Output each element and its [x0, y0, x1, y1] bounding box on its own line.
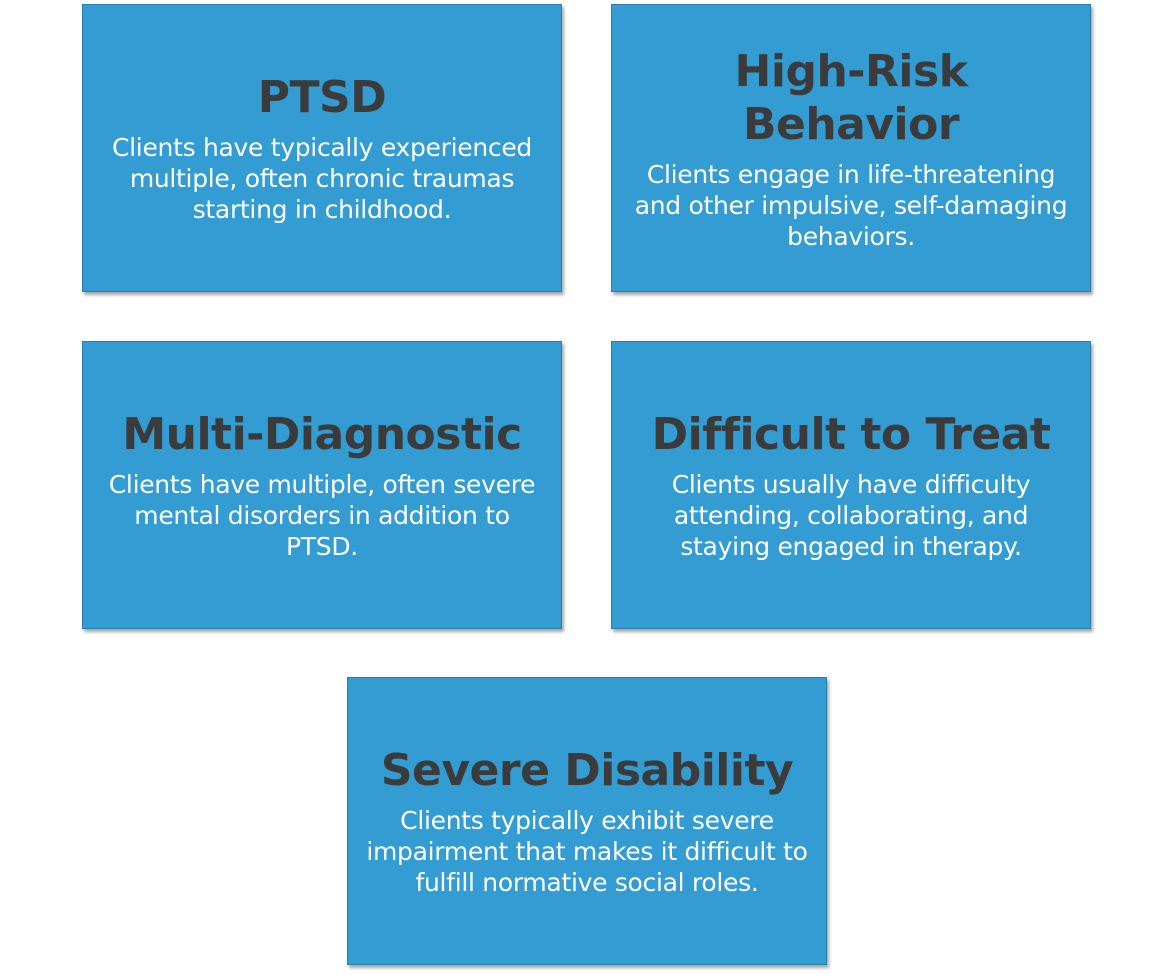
card-title: Difficult to Treat: [651, 409, 1051, 460]
card-high-risk-behavior: High-Risk Behavior Clients engage in lif…: [611, 4, 1091, 292]
card-description: Clients engage in life-threatening and o…: [634, 159, 1068, 251]
card-title: PTSD: [257, 72, 387, 123]
card-ptsd: PTSD Clients have typically experienced …: [82, 4, 562, 292]
card-multi-diagnostic: Multi-Diagnostic Clients have multiple, …: [82, 341, 562, 629]
card-severe-disability: Severe Disability Clients typically exhi…: [347, 677, 827, 965]
card-title: Severe Disability: [380, 745, 794, 796]
card-description: Clients have typically experienced multi…: [112, 133, 532, 224]
card-title: High-Risk Behavior: [734, 45, 968, 150]
card-description: Clients have multiple, often severe ment…: [108, 470, 536, 561]
card-description: Clients typically exhibit severe impairm…: [366, 806, 808, 897]
card-description: Clients usually have difficulty attendin…: [671, 470, 1031, 561]
card-difficult-to-treat: Difficult to Treat Clients usually have …: [611, 341, 1091, 629]
card-title: Multi-Diagnostic: [122, 409, 522, 460]
